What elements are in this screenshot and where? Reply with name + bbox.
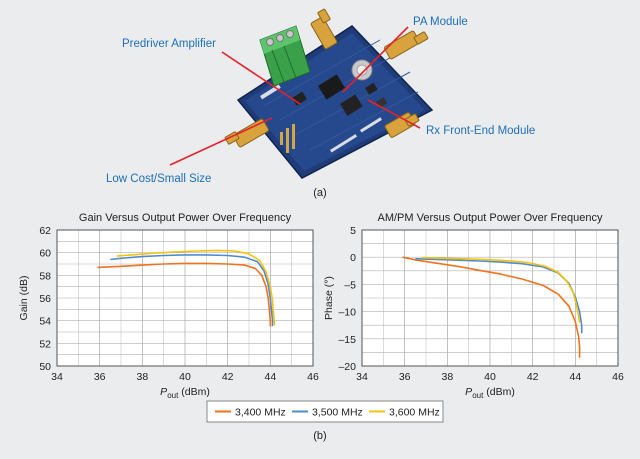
gain-xtick-label: 34 xyxy=(51,371,63,383)
ampm-ytick-label: –10 xyxy=(338,307,356,319)
gain-xtick-label: 40 xyxy=(179,371,191,383)
ampm-yaxis-label: Phase (°) xyxy=(323,276,335,320)
ampm-ytick-label: –20 xyxy=(338,361,356,373)
gain-ytick-label: 58 xyxy=(39,270,51,282)
gain-ytick-label: 50 xyxy=(39,361,51,373)
ampm-xaxis-label: Pout (dBm) xyxy=(465,386,515,400)
gain-ytick-label: 60 xyxy=(39,248,51,260)
gain-xtick-label: 38 xyxy=(136,371,148,383)
gain-chart: 34 36 38 40 42 44 46 50 52 54 56 58 60 62 Gain Versus … xyxy=(18,212,319,400)
pa-module-label: PA Module xyxy=(413,16,468,28)
predriver-callout-line xyxy=(221,51,301,105)
photo-caption: (a) xyxy=(313,187,326,199)
ampm-ytick-label: 5 xyxy=(350,225,356,237)
legend-label-3500: 3,500 MHz xyxy=(312,407,363,419)
gain-chart-title: Gain Versus Output Power Over Frequency xyxy=(79,212,292,224)
gain-ytick-label: 54 xyxy=(39,316,51,328)
ampm-xtick-label: 40 xyxy=(484,371,496,383)
gain-series-line-3600 xyxy=(116,249,276,326)
gain-plot-frame xyxy=(56,229,314,367)
ampm-chart-title: AM/PM Versus Output Power Over Frequency xyxy=(378,212,603,224)
figure-caption: (b) xyxy=(313,430,326,442)
ampm-xtick-label: 42 xyxy=(527,371,539,383)
rx-frontend-callout-line xyxy=(367,99,421,129)
ampm-chart: 34 36 38 40 42 44 46 –20 –15 –10 –5 0 5 AM/PM Versus … xyxy=(323,212,624,400)
ampm-xtick-label: 38 xyxy=(441,371,453,383)
legend-box xyxy=(206,400,444,423)
legend: 3,400 MHz 3,500 MHz 3,600 MHz xyxy=(206,400,444,423)
gain-yaxis-label: Gain (dB) xyxy=(18,276,30,321)
ampm-ytick-label: –15 xyxy=(338,334,356,346)
pa-module-callout-line xyxy=(342,26,409,93)
predriver-amplifier-label: Predriver Amplifier xyxy=(122,38,216,50)
low-cost-callout-line xyxy=(169,117,273,166)
pcb-board-image xyxy=(236,25,434,179)
callout-lines xyxy=(169,26,421,166)
low-cost-small-size-label: Low Cost/Small Size xyxy=(106,173,211,185)
ampm-series-line-3400 xyxy=(402,256,581,358)
gain-ytick-label: 56 xyxy=(39,293,51,305)
ampm-xtick-label: 36 xyxy=(399,371,411,383)
legend-label-3400: 3,400 MHz xyxy=(235,407,286,419)
gain-xtick-label: 42 xyxy=(222,371,234,383)
ampm-ytick-label: –5 xyxy=(344,279,356,291)
ampm-xtick-label: 46 xyxy=(612,371,624,383)
terminal-block-image xyxy=(259,25,311,87)
gain-xtick-label: 44 xyxy=(264,371,276,383)
ampm-xtick-label: 34 xyxy=(356,371,368,383)
gain-ytick-label: 62 xyxy=(39,225,51,237)
gain-xtick-label: 36 xyxy=(94,371,106,383)
ampm-plot-frame xyxy=(361,229,619,367)
sma-connectors-image xyxy=(224,8,429,148)
ampm-series-line-3500 xyxy=(415,258,583,334)
gain-series-line-3400 xyxy=(97,262,272,327)
rx-frontend-module-label: Rx Front-End Module xyxy=(426,125,535,137)
gain-xaxis-label: Pout (dBm) xyxy=(160,386,210,400)
ampm-ytick-label: 0 xyxy=(350,252,356,264)
ampm-series-line-3600 xyxy=(421,256,581,323)
gain-ytick-label: 52 xyxy=(39,338,51,350)
board-photo-panel: PA Module Predriver Amplifier Rx Front-E… xyxy=(0,0,640,200)
ampm-xtick-label: 44 xyxy=(569,371,581,383)
gain-series-line-3500 xyxy=(110,254,274,327)
gain-xtick-label: 46 xyxy=(307,371,319,383)
legend-label-3600: 3,600 MHz xyxy=(389,407,440,419)
